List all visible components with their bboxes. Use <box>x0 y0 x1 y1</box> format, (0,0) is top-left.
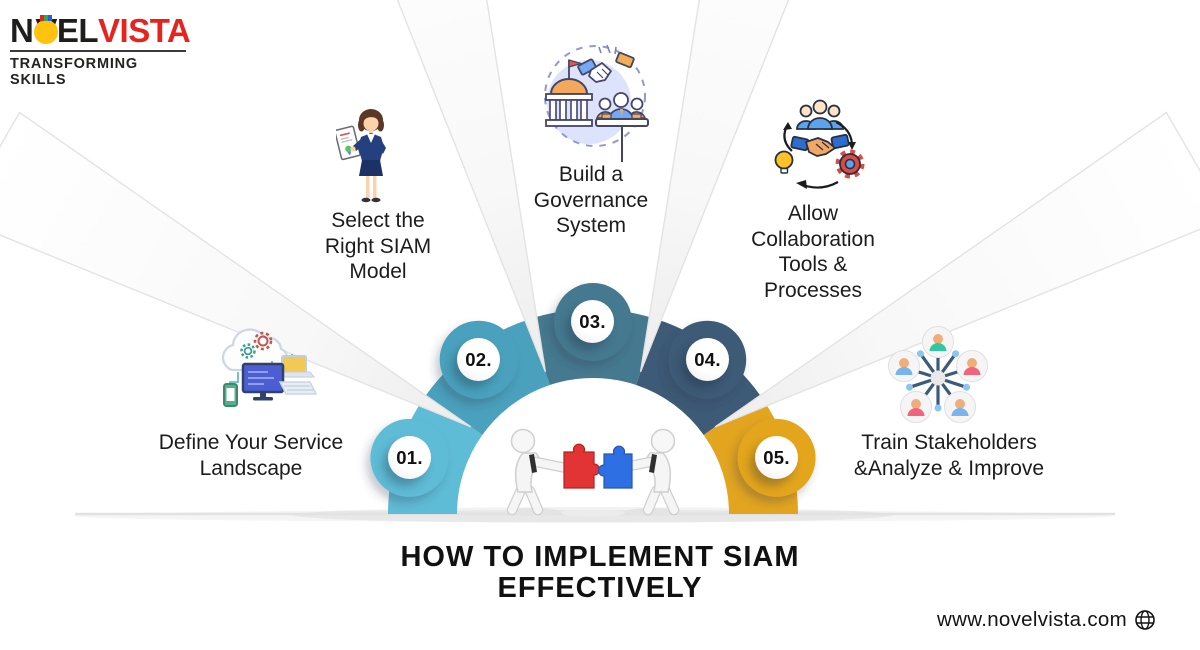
step-label-line: Landscape <box>199 456 303 480</box>
step-number-03: 03. <box>571 300 614 343</box>
step-label-governance: Build a Governance System <box>500 162 682 239</box>
step-label-train: Train Stakeholders &Analyze & Improve <box>820 430 1078 481</box>
logo-divider <box>10 50 186 52</box>
step-label-line: Allow <box>787 202 839 225</box>
ray-to-allow <box>639 0 790 373</box>
step-label-line: Governance <box>533 188 649 212</box>
rays <box>0 0 1200 428</box>
step-number-04: 04. <box>686 338 729 381</box>
step-label-line: Tools & <box>778 253 848 276</box>
step-number-02: 02. <box>457 338 500 381</box>
step-label-line: System <box>555 214 626 237</box>
ray-to-define <box>0 111 472 428</box>
step-label-line: Define Your Service <box>158 431 344 454</box>
cloud-devices-icon <box>210 328 318 428</box>
figures-joining-puzzle-icon <box>492 418 694 518</box>
logo-text-vista: VISTA <box>98 12 191 49</box>
woman-certificate-icon <box>336 108 402 206</box>
step-label-line: Collaboration <box>751 227 875 251</box>
globe-icon <box>1135 610 1155 630</box>
step-label-line: Processes <box>763 278 863 302</box>
logo-tagline: TRANSFORMING SKILLS <box>10 56 139 88</box>
stakeholder-network-icon <box>888 326 988 426</box>
governance-icon <box>535 42 651 164</box>
step-label-line: Select the <box>331 209 425 232</box>
logo-wordmark: N VEL VISTA <box>10 12 191 49</box>
ray-to-train <box>714 111 1200 428</box>
step-label-line: &Analyze & Improve <box>853 456 1045 480</box>
step-label-select: Select the Right SIAM Model <box>283 208 473 285</box>
page-title-line1: HOW TO IMPLEMENT SIAM <box>400 541 800 573</box>
step-label-line: Model <box>349 260 407 283</box>
ray-to-select <box>396 0 547 373</box>
step-label-define: Define Your Service Landscape <box>118 430 384 481</box>
step-number-05: 05. <box>755 436 798 479</box>
step-label-allow: Allow Collaboration Tools & Processes <box>714 201 912 303</box>
page-title: HOW TO IMPLEMENT SIAM EFFECTIVELY <box>0 542 1200 604</box>
step-label-line: Train Stakeholders <box>861 431 1037 454</box>
novelvista-logo: N VEL VISTA TRANSFORMING SKILLS <box>10 12 191 88</box>
step-label-line: Build a <box>558 163 624 186</box>
step-number-01: 01. <box>388 436 431 479</box>
website-url: www.novelvista.com <box>937 608 1127 631</box>
collaboration-cycle-icon <box>772 96 872 201</box>
logo-text-n: N <box>10 12 34 49</box>
website-footer: www.novelvista.com <box>937 608 1156 632</box>
step-label-line: Right SIAM <box>324 234 432 258</box>
page-title-line2: EFFECTIVELY <box>497 572 703 604</box>
